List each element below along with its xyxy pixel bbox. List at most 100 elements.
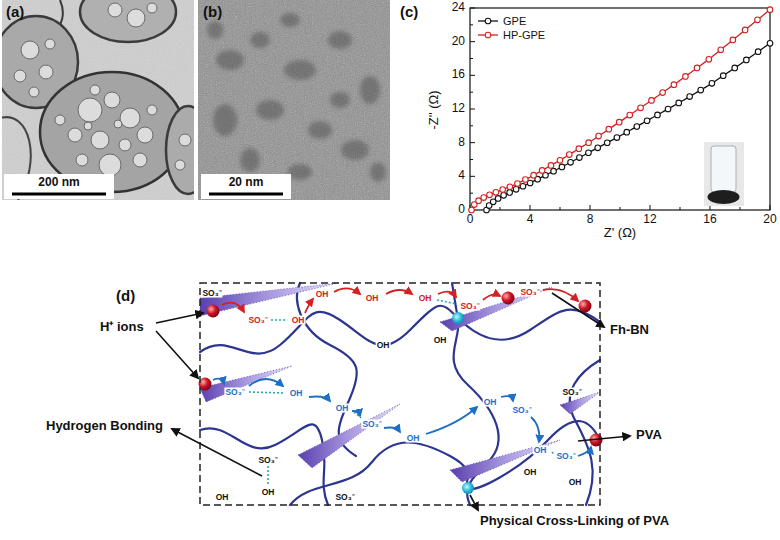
tick-label: 20 xyxy=(763,213,776,227)
proton-path-blue-part xyxy=(426,407,477,434)
data-marker xyxy=(732,65,738,71)
data-marker xyxy=(604,140,610,146)
vesicle-bubbles-part xyxy=(108,3,122,17)
data-marker xyxy=(676,100,682,106)
vial-photo-part xyxy=(708,190,740,204)
x-tick xyxy=(560,207,561,210)
nanosheet-patches-part xyxy=(341,140,369,160)
vesicle-bubbles xyxy=(14,3,191,176)
x-tick xyxy=(500,207,501,210)
vesicle-bubbles-part xyxy=(133,153,147,167)
tem-image-b-part xyxy=(198,0,390,200)
data-marker xyxy=(500,187,506,193)
bn-nanosheets-part xyxy=(440,287,552,331)
data-marker xyxy=(487,192,493,198)
hydrogen-bond-dashes-part xyxy=(552,452,554,454)
data-marker xyxy=(665,106,671,112)
data-marker xyxy=(493,190,499,196)
functional-group: OH xyxy=(483,398,498,407)
x-tick xyxy=(530,205,531,210)
panel-letter: (a) xyxy=(6,3,24,20)
x-tick xyxy=(650,205,651,210)
data-marker xyxy=(683,74,689,80)
data-marker xyxy=(718,47,724,53)
functional-group: OH xyxy=(523,468,538,477)
tick-label: 0 xyxy=(467,213,474,227)
hydrogen-bond-dashes-part xyxy=(437,300,457,304)
nanosheet-patches-part xyxy=(216,50,244,70)
data-marker xyxy=(586,140,592,146)
vesicle-bubbles-part xyxy=(55,115,65,125)
vesicle-bubbles-part xyxy=(127,9,145,27)
scale-bar xyxy=(209,193,283,196)
data-marker xyxy=(616,119,622,125)
legend-label: HP-GPE xyxy=(503,29,545,42)
proton-path-blue-part xyxy=(352,411,360,416)
nanosheet-patches-part xyxy=(370,162,386,182)
leader-lines-part xyxy=(156,313,203,323)
vesicle-bubbles-part xyxy=(21,41,39,59)
proton-path-blue xyxy=(213,379,591,456)
nanosheet-patches-part xyxy=(213,104,237,136)
vesicle-bubbles-part xyxy=(119,139,131,151)
data-marker xyxy=(507,184,513,190)
hydrogen-bond-dashes xyxy=(249,300,554,486)
legend-marker xyxy=(485,32,491,38)
proton-path-blue-part xyxy=(249,379,283,386)
functional-group: OH xyxy=(433,336,448,345)
data-marker xyxy=(586,150,592,156)
data-marker xyxy=(671,82,677,88)
functional-group: OH xyxy=(568,478,583,487)
proton-path-red-part xyxy=(483,295,500,300)
vesicle-bubbles-part xyxy=(99,154,121,176)
leader-lines-part xyxy=(172,429,262,476)
functional-group: OH xyxy=(315,290,330,299)
vial-photo xyxy=(704,142,744,206)
tem-image-b-part xyxy=(198,0,390,200)
proton-path-red-part xyxy=(305,299,313,313)
data-marker xyxy=(566,152,572,158)
proton-balls-part xyxy=(207,305,220,318)
data-marker xyxy=(720,73,726,79)
vesicle-bubbles-part xyxy=(137,127,153,143)
data-marker xyxy=(469,207,475,213)
vesicle-bubbles-part xyxy=(179,134,191,146)
data-marker xyxy=(551,168,557,174)
leader-lines xyxy=(156,293,630,510)
data-marker xyxy=(507,190,513,196)
proton-path-red-part xyxy=(438,292,456,297)
functional-group: SO₃⁻ xyxy=(561,388,582,397)
x-tick xyxy=(770,205,771,210)
data-marker xyxy=(634,124,640,130)
leader-lines-part xyxy=(578,436,630,441)
tick-label: 8 xyxy=(458,136,465,150)
bn-nanosheets-part xyxy=(298,404,400,468)
vesicle-bubbles-part xyxy=(147,3,157,13)
functional-group: OH xyxy=(291,316,306,325)
vial-photo-part xyxy=(711,146,736,192)
functional-group: SO₃⁻ xyxy=(361,420,382,429)
data-marker xyxy=(577,155,583,161)
data-marker xyxy=(767,7,773,13)
callout-label: PVA xyxy=(636,428,662,443)
tick-label: 16 xyxy=(703,213,716,227)
data-marker xyxy=(655,112,661,118)
data-marker xyxy=(568,160,574,166)
tick-label: 4 xyxy=(458,169,465,183)
data-marker xyxy=(698,87,704,93)
proton-path-blue-part xyxy=(531,417,539,442)
tem-image-a xyxy=(2,0,194,200)
nanosheet-patches-part xyxy=(330,92,350,108)
functional-group: SO₃⁻ xyxy=(224,388,245,397)
data-marker xyxy=(515,181,521,187)
nanosheet-patches xyxy=(207,13,386,182)
callout-label: Hydrogen Bonding xyxy=(46,419,163,434)
proton-path-blue-part xyxy=(578,447,591,456)
functional-group: SO₃⁻ xyxy=(519,288,540,297)
proton-path-red xyxy=(222,288,578,313)
data-marker xyxy=(687,94,693,100)
proton-path-blue-part xyxy=(384,428,400,433)
functional-group: OH xyxy=(289,389,304,398)
x-tick xyxy=(590,205,591,210)
